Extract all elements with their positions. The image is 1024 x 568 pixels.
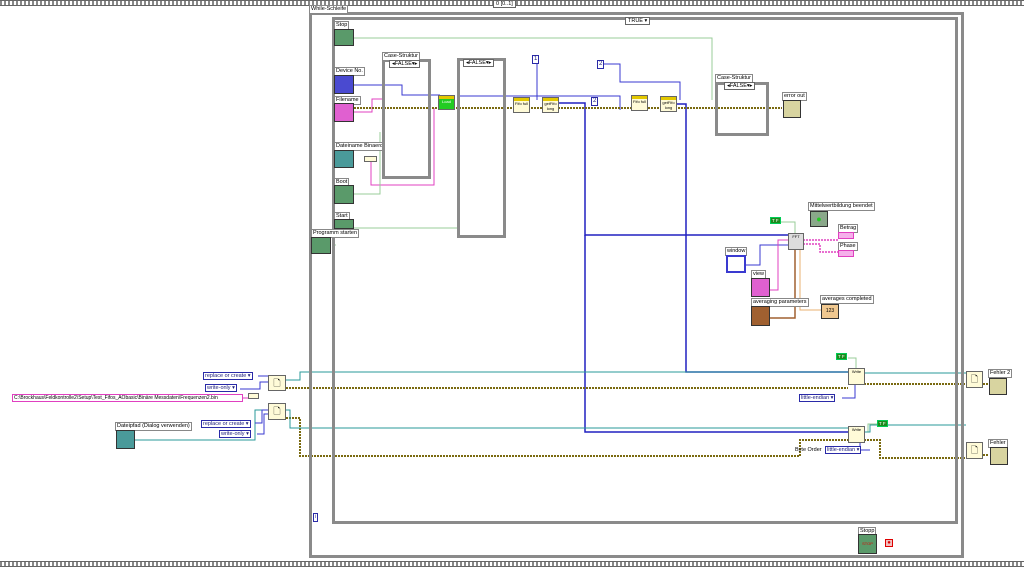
stop-function-icon: ●	[885, 539, 893, 547]
stopp-control[interactable]: STOP	[858, 534, 877, 554]
fehler2-indicator	[989, 378, 1007, 395]
sequence-selector[interactable]: 0 [0..1]	[493, 0, 516, 8]
path-to-string-node[interactable]	[248, 393, 259, 399]
case-3-selector[interactable]: ◂FALSE▾▸	[724, 82, 756, 90]
case-2-selector[interactable]: ◂FALSE▾▸	[463, 59, 495, 67]
constant-2a[interactable]: 2	[597, 60, 605, 69]
getfifo-node-1[interactable]: getFifo long	[542, 97, 559, 113]
case-structure-2[interactable]	[457, 58, 506, 238]
tf-constant-2[interactable]: T F	[836, 353, 847, 360]
open-file-node-2[interactable]: 🗋	[268, 403, 286, 420]
replace-or-create-1[interactable]: replace or create ▾	[203, 372, 253, 380]
replace-or-create-2[interactable]: replace or create ▾	[201, 420, 251, 428]
averages-completed-indicator: 123	[821, 304, 839, 319]
programm-starten-label: Programm starten	[311, 229, 360, 238]
window-control[interactable]	[726, 255, 746, 273]
stop-control[interactable]	[334, 29, 354, 46]
filename-control[interactable]	[334, 103, 354, 122]
fehler-indicator	[990, 447, 1008, 465]
byte-order-label: Byte Order	[795, 447, 822, 453]
path-convert-node[interactable]	[364, 156, 377, 162]
constant-1[interactable]: 1	[532, 55, 540, 64]
case-structure-3[interactable]	[715, 82, 769, 136]
dateipfad-label: Dateipfad (Dialog verwenden)	[115, 422, 192, 431]
endian-constant-2[interactable]: little-endian ▾	[825, 446, 862, 454]
path-constant[interactable]: C:\Brockhaus\Feldkontrolle2\Setup\Test_F…	[12, 394, 243, 402]
case-1-selector[interactable]: ◂FALSE▾▸	[389, 60, 421, 68]
fft-node[interactable]: FFT	[788, 233, 804, 250]
open-file-node-1[interactable]: 🗋	[268, 375, 286, 391]
while-loop-label: While-Schleife	[309, 5, 349, 14]
constant-2b[interactable]: 2	[591, 97, 599, 106]
fifo-full-node-2[interactable]: Fifo full	[631, 95, 648, 111]
betrag-indicator	[838, 232, 854, 239]
write-only-2[interactable]: write-only ▾	[219, 430, 251, 438]
write-only-1[interactable]: write-only ▾	[205, 384, 237, 392]
fifo-full-node-1[interactable]: Fifo full	[513, 97, 530, 113]
getfifo-node-2[interactable]: getFifo long	[660, 96, 677, 112]
device-no-control[interactable]	[334, 75, 354, 94]
while-loop[interactable]	[309, 12, 964, 558]
error-out-indicator	[783, 100, 801, 118]
sequence-frame-bottom	[0, 561, 1024, 567]
averaging-label: averaging parameters	[751, 298, 809, 307]
case-structure-1[interactable]	[382, 59, 431, 179]
mittelwert-label: Mittelwertbildung beendet	[808, 202, 875, 211]
boot-control[interactable]	[334, 185, 354, 204]
led-indicator: ●	[810, 211, 828, 227]
close-file-node-1[interactable]: 🗋	[966, 371, 983, 388]
dateiname-control[interactable]	[334, 150, 354, 168]
write-binary-node-1[interactable]: Write	[848, 368, 865, 385]
write-binary-node-2[interactable]: Write	[848, 426, 865, 443]
start-control[interactable]	[334, 219, 354, 229]
averaging-control[interactable]	[751, 306, 770, 326]
endian-constant-1[interactable]: little-endian ▾	[799, 394, 836, 402]
view-control[interactable]	[751, 278, 770, 297]
phase-indicator	[838, 250, 854, 257]
tf-constant-1[interactable]: T F	[770, 217, 781, 224]
dateipfad-control[interactable]	[116, 430, 135, 449]
case-selector-true[interactable]: TRUE ▾	[625, 17, 651, 25]
iteration-terminal: i	[313, 513, 319, 522]
averages-completed-label: averages completed	[820, 295, 874, 304]
close-file-node-2[interactable]: 🗋	[966, 442, 983, 459]
load-node[interactable]: Load	[438, 95, 455, 110]
programm-starten-control[interactable]	[311, 237, 331, 254]
fehler2-label: Fehler 2	[988, 369, 1013, 378]
tf-constant-3[interactable]: T F	[877, 420, 888, 427]
